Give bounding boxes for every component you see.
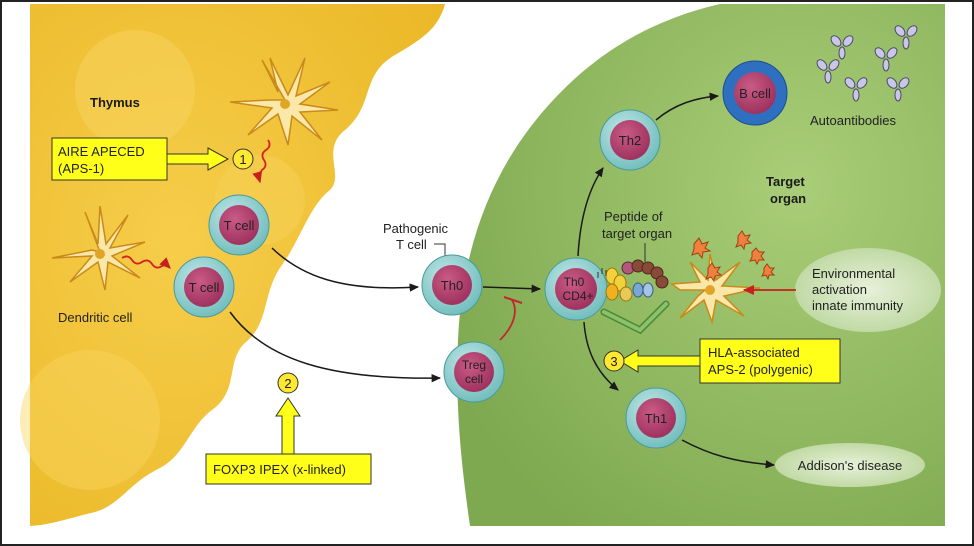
tcr-mhc-complex (597, 259, 670, 335)
signal-squiggle (252, 139, 271, 184)
treg-label-line2: cell (465, 372, 483, 386)
step-3-marker (603, 350, 625, 372)
arrow-cd4-to-th2 (577, 167, 604, 257)
th0-label: Th0 (441, 278, 463, 293)
treg-inhibition (499, 299, 516, 341)
pathogenic-leader (434, 243, 446, 260)
arrow-tcell-to-th0 (271, 247, 420, 292)
b-cell: B cell (722, 60, 788, 126)
target-organ-label-line2: organ (770, 191, 806, 206)
step-1-marker (232, 148, 254, 170)
env-label-line3: innate immunity (812, 298, 904, 313)
t-cell-lower-label: T cell (189, 280, 220, 295)
target-organ-label-line1: Target (766, 174, 805, 189)
target-organ-region (457, 4, 945, 526)
aire-label-line1: AIRE APECED (58, 144, 145, 159)
foxp3-label: FOXP3 IPEX (x-linked) (213, 462, 346, 477)
environmental-ellipse (795, 248, 941, 332)
antigen-presenting-cell (669, 253, 761, 325)
env-label-line1: Environmental (812, 266, 895, 281)
hla-label-line2: APS-2 (polygenic) (708, 362, 813, 377)
th1-cell: Th1 (625, 387, 687, 449)
treg-cell: Treg cell (443, 341, 505, 403)
arrow-th2-to-bcell (655, 92, 720, 121)
signal-squiggle (121, 255, 171, 269)
thymus-label: Thymus (90, 95, 140, 110)
foxp3-callout: FOXP3 IPEX (x-linked) (205, 453, 372, 485)
step-2-label: 2 (284, 376, 291, 391)
arrow-cd4-to-th1 (583, 321, 619, 391)
hla-label-line1: HLA-associated (708, 345, 800, 360)
thymus-lobe (20, 350, 160, 490)
dendritic-cell-top (229, 57, 339, 146)
pathogenic-label-line2: T cell (396, 237, 427, 252)
autoantibodies-label: Autoantibodies (810, 113, 897, 128)
th2-label: Th2 (619, 133, 641, 148)
arrow-tcell-to-treg (229, 311, 442, 383)
th0-cell: Th0 (421, 254, 483, 316)
thymus-lobe (75, 30, 195, 150)
aire-arrow (166, 147, 230, 171)
addison-ellipse (775, 443, 925, 487)
th0-cd4-label-line2: CD4+ (562, 289, 593, 303)
step-1-label: 1 (239, 152, 246, 167)
step-3-label: 3 (610, 354, 617, 369)
th0-cd4-cell: Th0 CD4+ (544, 257, 608, 321)
hla-arrow (619, 349, 701, 373)
th2-cell: Th2 (599, 109, 661, 171)
addison-label: Addison's disease (798, 458, 902, 473)
b-cell-label: B cell (739, 86, 771, 101)
aire-label-line2: (APS-1) (58, 161, 104, 176)
autoantibody-icons (816, 25, 918, 102)
peptide-label-line1: Peptide of (604, 209, 663, 224)
inhibition-bar (503, 296, 523, 304)
treg-label-line1: Treg (462, 358, 486, 372)
t-cell-upper-label: T cell (224, 218, 255, 233)
t-cell-lower: T cell (173, 256, 235, 318)
pathogenic-label-line1: Pathogenic (383, 221, 449, 236)
t-cell-upper: T cell (208, 194, 270, 256)
dendritic-cell-left (51, 205, 146, 291)
antigen-particles (691, 230, 776, 283)
arrow-th1-to-addison (681, 439, 776, 469)
aire-callout: AIRE APECED (APS-1) (51, 137, 168, 181)
foxp3-arrow (275, 397, 301, 457)
peptide-label-line2: target organ (602, 226, 672, 241)
dendritic-cell-label: Dendritic cell (58, 310, 133, 325)
th0-cd4-label-line1: Th0 (564, 275, 585, 289)
hla-callout: HLA-associated APS-2 (polygenic) (699, 338, 841, 384)
step-2-marker (277, 372, 299, 394)
th1-label: Th1 (645, 411, 667, 426)
env-label-line2: activation (812, 282, 867, 297)
arrow-th0-to-cd4 (482, 284, 542, 293)
